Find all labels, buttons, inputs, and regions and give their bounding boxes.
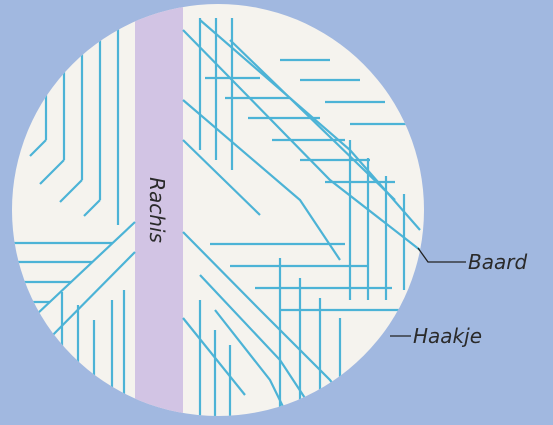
hook-label: Haakje xyxy=(413,324,482,348)
barb-label: Baard xyxy=(468,250,527,274)
rachis-label: Rachis xyxy=(145,177,169,243)
